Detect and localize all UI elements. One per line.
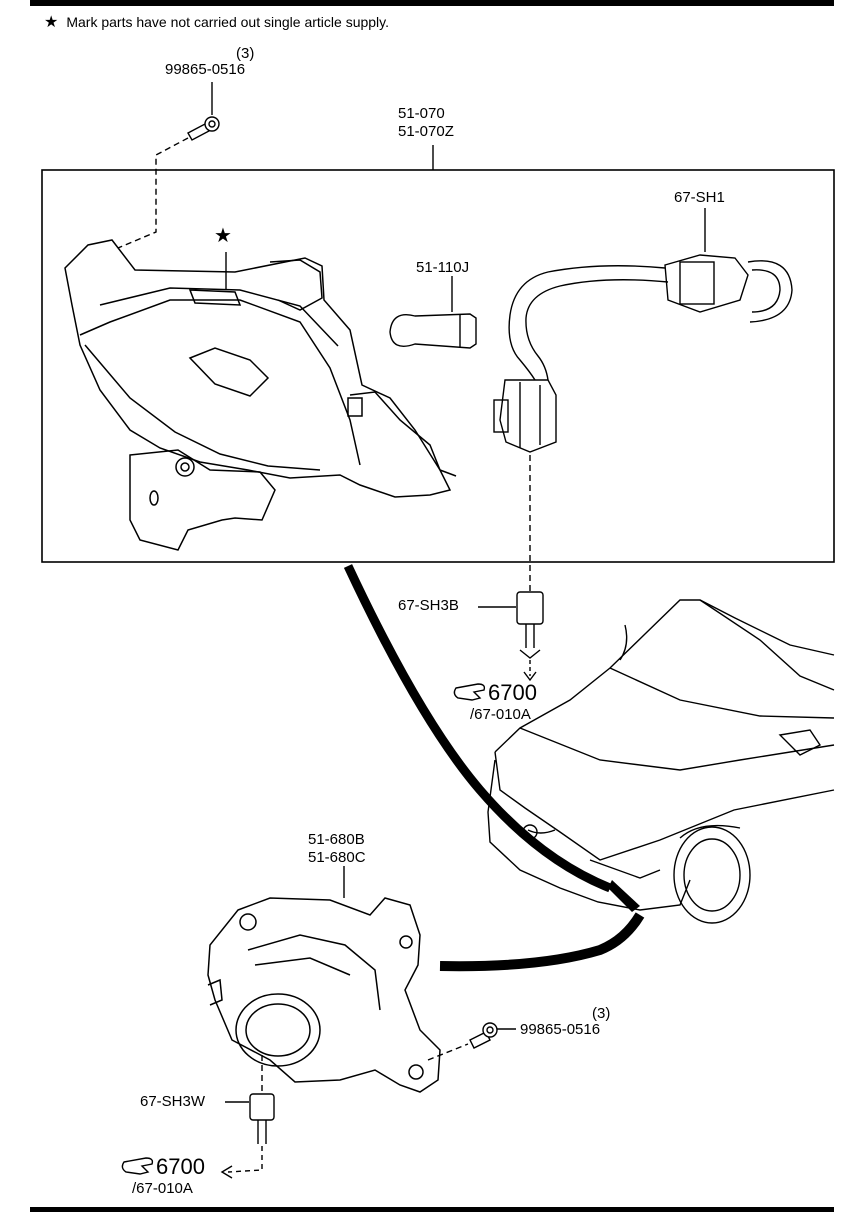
dash-bottom-bolt: [427, 1043, 469, 1061]
lamp-part-number-1: 51-070: [398, 105, 445, 122]
pointing-hand-icon-1: [453, 683, 486, 701]
ref-67-010a-top: /67-010A: [470, 706, 531, 723]
bolt-bottom-icon: [469, 1022, 498, 1049]
connector-sh3b-icon: [516, 591, 544, 659]
pointing-hand-icon-2: [121, 1157, 154, 1175]
ref-67-010a-bottom: /67-010A: [132, 1180, 193, 1197]
socket-harness-icon: [493, 254, 793, 453]
arrow-ref-1: [523, 671, 537, 682]
headlamp-unit-icon: [64, 239, 457, 551]
fog-part-number-1: 51-680B: [308, 831, 365, 848]
connector-sh3b-part-number: 67-SH3B: [398, 597, 459, 614]
bulb-icon: [389, 313, 477, 349]
socket-part-number: 67-SH1: [674, 189, 725, 206]
bolt-top-icon: [187, 116, 220, 141]
car-outline-icon: [487, 599, 835, 924]
connector-sh3w-part-number: 67-SH3W: [140, 1093, 206, 1110]
car-fog-location-mark: [608, 880, 640, 912]
top-border: [30, 0, 834, 6]
bottom-border: [30, 1207, 834, 1212]
fog-part-number-2: 51-680C: [308, 849, 366, 866]
bottom-bolt-part-number: 99865-0516: [520, 1021, 601, 1038]
star-icon: ★: [214, 225, 232, 247]
dash-ref-2: [227, 1146, 263, 1173]
dash-top-bolt: [117, 137, 189, 249]
bulb-part-number: 51-110J: [416, 259, 470, 276]
lamp-part-number-2: 51-070Z: [398, 123, 454, 140]
assembly-box: [41, 169, 835, 563]
bottom-bolt-qty: (3): [592, 1005, 611, 1022]
fog-lamp-icon: [207, 897, 441, 1093]
connector-sh3w-icon: [249, 1093, 275, 1144]
pointer-arc-foglamp: [439, 912, 645, 972]
star-icon: ★: [44, 14, 59, 31]
pointer-arc-headlamp: [343, 564, 612, 893]
ref-6700-top: 6700: [488, 680, 537, 705]
ref-6700-bottom: 6700: [156, 1154, 205, 1179]
legend-text: Mark parts have not carried out single a…: [66, 14, 390, 30]
top-bolt-qty: (3): [236, 45, 255, 62]
arrow-ref-2: [220, 1165, 233, 1179]
top-bolt-part-number: 99865-0516: [165, 61, 246, 78]
legend-note: ★ Mark parts have not carried out single …: [44, 12, 389, 32]
